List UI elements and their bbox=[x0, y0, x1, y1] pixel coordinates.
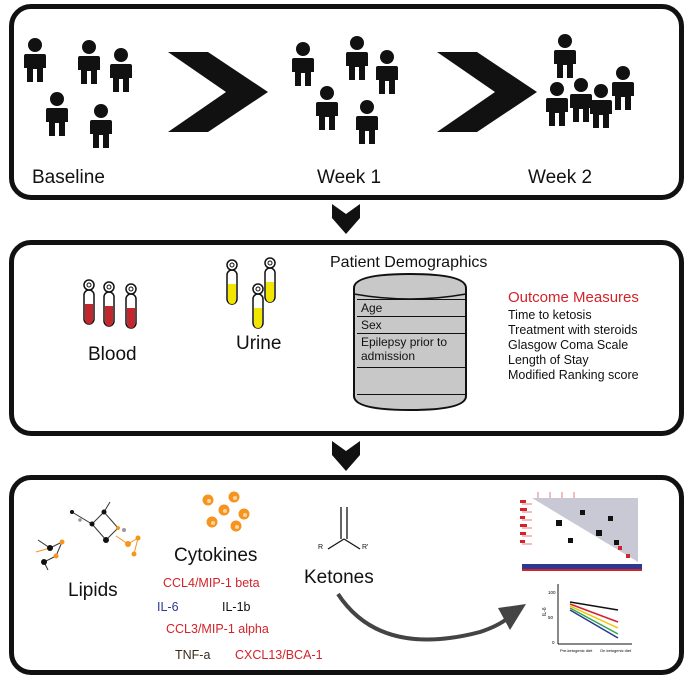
mini-chart-ylabel: IL-6 bbox=[542, 607, 548, 616]
urine-tubes-icon bbox=[226, 257, 276, 329]
demographics-row-divider bbox=[357, 394, 465, 397]
cytokines-label: Cytokines bbox=[174, 545, 258, 566]
demographics-row: Epilepsy prior to admission bbox=[357, 333, 465, 367]
outcome-item: Glasgow Coma Scale bbox=[508, 338, 629, 352]
lipids-label: Lipids bbox=[68, 580, 118, 601]
baseline-people-icon bbox=[24, 38, 132, 148]
cytokine-cells-icon bbox=[202, 491, 250, 532]
week1-people-icon bbox=[292, 36, 398, 144]
arrow-right-icon bbox=[437, 52, 537, 132]
demographics-row: Age bbox=[357, 299, 465, 316]
down-arrow-icon bbox=[332, 204, 360, 234]
mini-chart-ytick: 50 bbox=[548, 615, 554, 620]
cytokine-item: IL-1b bbox=[222, 600, 251, 614]
mini-chart-xlabel: On ketogenic diet bbox=[600, 648, 632, 653]
demographics-title: Patient Demographics bbox=[330, 254, 488, 271]
cytokine-item: TNF-a bbox=[175, 648, 211, 662]
down-arrow-icon bbox=[332, 441, 360, 471]
lipid-network-icon bbox=[35, 501, 141, 571]
outcome-item: Modified Ranking score bbox=[508, 368, 639, 382]
cytokine-item: CXCL13/BCA-1 bbox=[235, 648, 323, 662]
timeline-label-week2: Week 2 bbox=[528, 167, 593, 188]
demographics-table: Age Sex Epilepsy prior to admission bbox=[357, 299, 465, 397]
demographics-row-empty bbox=[357, 367, 465, 394]
ketone-structure-icon bbox=[327, 507, 361, 550]
outcome-measures: Outcome Measures Time to ketosis Treatme… bbox=[508, 289, 639, 383]
blood-label: Blood bbox=[88, 344, 137, 365]
mini-chart-xlabel: Pre-ketogenic diet bbox=[560, 648, 593, 653]
cytokine-item: IL-6 bbox=[157, 600, 179, 614]
database-icon bbox=[353, 272, 467, 412]
urine-label: Urine bbox=[236, 333, 282, 354]
ketones-label: Ketones bbox=[304, 567, 374, 588]
outcome-title: Outcome Measures bbox=[508, 289, 639, 306]
timeline-label-week1: Week 1 bbox=[317, 167, 382, 188]
outcome-item: Time to ketosis bbox=[508, 308, 592, 322]
arrow-right-icon bbox=[168, 52, 268, 132]
il6-mini-chart: IL-6 100 50 0 Pre-ketogenic diet On keto… bbox=[542, 584, 632, 653]
timeline-label-baseline: Baseline bbox=[32, 167, 105, 188]
ketone-r1-label: R bbox=[318, 544, 324, 551]
mini-chart-ytick: 0 bbox=[552, 640, 555, 645]
demographics-panel bbox=[9, 240, 684, 436]
ketone-r2-label: R' bbox=[362, 544, 369, 551]
week2-people-icon bbox=[546, 34, 634, 128]
correlation-heatmap-icon bbox=[520, 492, 642, 571]
curved-arrow-icon bbox=[336, 592, 526, 642]
outcome-item: Length of Stay bbox=[508, 353, 589, 367]
blood-tubes-icon bbox=[83, 279, 137, 329]
cytokine-item: CCL4/MIP-1 beta bbox=[163, 576, 260, 590]
cytokine-item: CCL3/MIP-1 alpha bbox=[166, 622, 269, 636]
mini-chart-ytick: 100 bbox=[548, 590, 556, 595]
demographics-row: Sex bbox=[357, 316, 465, 333]
outcome-item: Treatment with steroids bbox=[508, 323, 638, 337]
